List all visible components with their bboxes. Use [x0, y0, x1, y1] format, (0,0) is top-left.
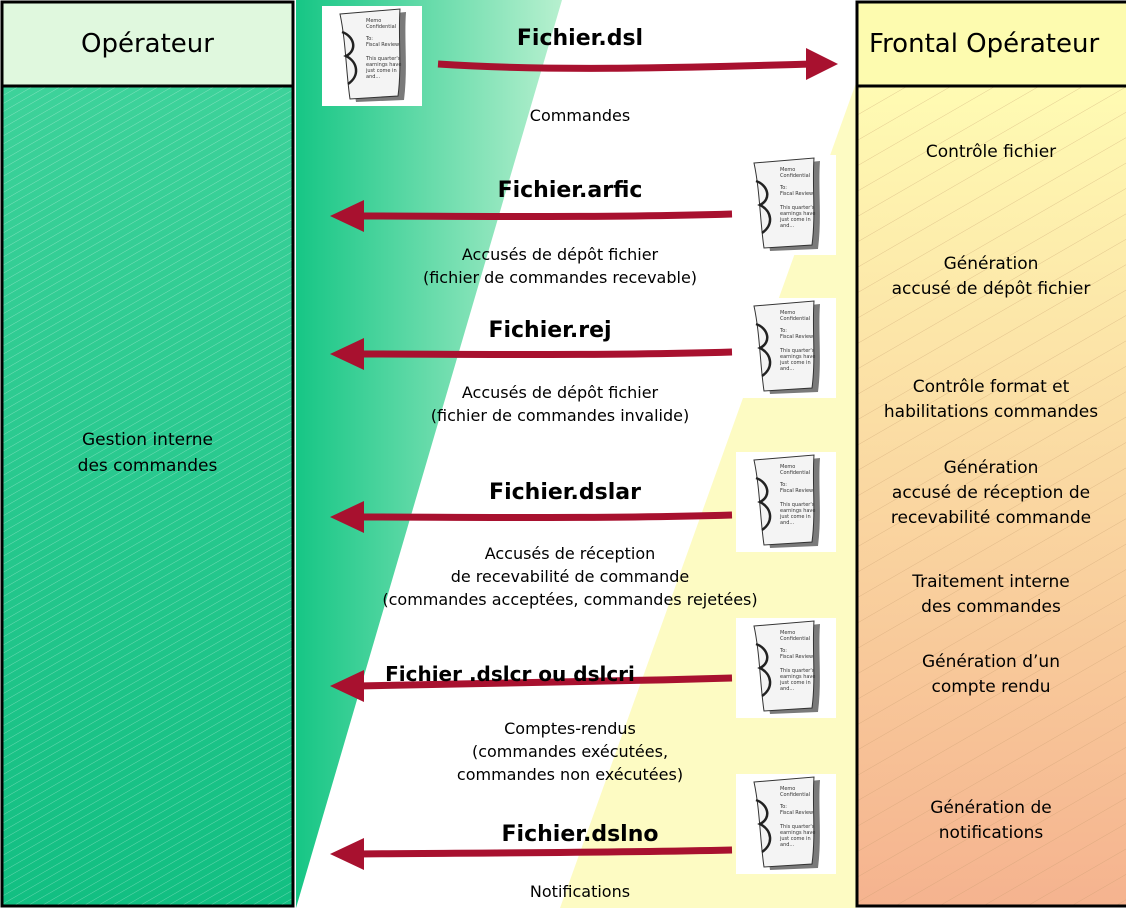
memo-text-line: Fiscal Review — [780, 191, 813, 197]
memo-text-line: just come in — [779, 217, 811, 223]
memo-text-line: earnings have — [780, 830, 815, 836]
memo-text-line: To: — [779, 648, 787, 654]
step-controle-format: Contrôle format et habilitations command… — [883, 377, 1099, 422]
memo-text-line: and... — [780, 520, 795, 526]
right-panel-header — [857, 2, 1126, 86]
flow-desc-dsl: Commandes — [529, 106, 631, 125]
step-generation-accuse-depot: Génération accusé de dépôt fichier — [891, 254, 1091, 299]
flow-title-rej: Fichier.rej — [488, 318, 612, 343]
memo-text-line: Confidential — [780, 470, 810, 476]
memo-text-line: just come in — [779, 360, 811, 366]
step-generation-notifications: Génération de notifications — [930, 798, 1052, 843]
arrow-head-dsl — [806, 48, 838, 80]
memo-text-line: Fiscal Review — [780, 654, 813, 660]
memo-text-line: This quarter's — [779, 824, 815, 830]
flow-title-arfic: Fichier.arfic — [497, 178, 643, 203]
memo-text-line: Confidential — [366, 24, 396, 30]
memo-text-line: earnings have — [780, 354, 815, 360]
memo-text-line: This quarter's — [779, 668, 815, 674]
memo-text-line: Fiscal Review — [780, 810, 813, 816]
memo-text-line: just come in — [365, 68, 397, 74]
left-panel-header — [2, 2, 293, 86]
memo-text-line: Memo — [780, 464, 795, 470]
memo-text-line: and... — [780, 842, 795, 848]
flow-desc-dslno: Notifications — [529, 882, 631, 901]
memo-text-line: earnings have — [780, 508, 815, 514]
memo-text-line: and... — [780, 223, 795, 229]
memo-text-line: Memo — [780, 630, 795, 636]
memo-text-line: This quarter's — [779, 348, 815, 354]
memo-text-line: To: — [365, 36, 373, 42]
memo-text-line: Confidential — [780, 792, 810, 798]
left-panel-body-line2: des commandes — [77, 456, 218, 476]
memo-text-line: just come in — [779, 514, 811, 520]
memo-text-line: To: — [779, 185, 787, 191]
step-controle-fichier: Contrôle fichier — [925, 142, 1057, 162]
memo-text-line: earnings have — [780, 211, 815, 217]
memo-text-line: and... — [780, 686, 795, 692]
step-traitement-interne: Traitement interne des commandes — [912, 572, 1070, 617]
memo-text-line: just come in — [779, 836, 811, 842]
memo-text-line: This quarter's — [365, 56, 401, 62]
memo-text-line: Memo — [366, 18, 381, 24]
flow-arrow-dsl — [437, 60, 813, 72]
flow-desc-dslar: Accusés de réception de recevabilité de … — [382, 544, 758, 609]
flow-title-dslar: Fichier.dslar — [489, 480, 641, 505]
memo-text-line: and... — [780, 366, 795, 372]
memo-text-line: Confidential — [780, 316, 810, 322]
memo-text-line: Fiscal Review — [780, 488, 813, 494]
memo-text-line: earnings have — [780, 674, 815, 680]
left-panel-title: Opérateur — [81, 29, 214, 59]
arrow-heads — [330, 200, 364, 870]
right-panel-title: Frontal Opérateur — [869, 29, 1100, 59]
flow-desc-rej: Accusés de dépôt fichier (fichier de com… — [430, 383, 690, 425]
memo-text-line: To: — [779, 482, 787, 488]
memo-text-line: To: — [779, 804, 787, 810]
memo-text-line: Confidential — [780, 173, 810, 179]
memo-text-line: just come in — [779, 680, 811, 686]
memo-text-line: Memo — [780, 167, 795, 173]
flow-title-dslcr: Fichier .dslcr ou dslcri — [385, 662, 635, 686]
flow-title-dsl: Fichier.dsl — [516, 26, 644, 51]
memo-text-line: To: — [779, 328, 787, 334]
memo-text-line: earnings have — [366, 62, 401, 68]
step-generation-accuse-reception: Génération accusé de réception de receva… — [890, 458, 1092, 528]
memo-text-line: This quarter's — [779, 205, 815, 211]
flow-desc-arfic: Accusés de dépôt fichier (fichier de com… — [422, 245, 698, 287]
memo-text-line: and... — [366, 74, 381, 80]
memo-text-line: Fiscal Review — [366, 42, 399, 48]
flow-arrows-to-operateur — [357, 210, 733, 858]
memo-text-line: Fiscal Review — [780, 334, 813, 340]
memo-text-line: Memo — [780, 310, 795, 316]
memo-text-line: Memo — [780, 786, 795, 792]
step-generation-compte-rendu: Génération d’un compte rendu — [922, 652, 1060, 697]
memo-text-line: Confidential — [780, 636, 810, 642]
memo-text-line: This quarter's — [779, 502, 815, 508]
flow-title-dslno: Fichier.dslno — [501, 822, 659, 847]
flow-desc-dslcr: Comptes-rendus (commandes exécutées, com… — [456, 719, 684, 784]
left-panel-body-line1: Gestion interne — [81, 430, 213, 450]
